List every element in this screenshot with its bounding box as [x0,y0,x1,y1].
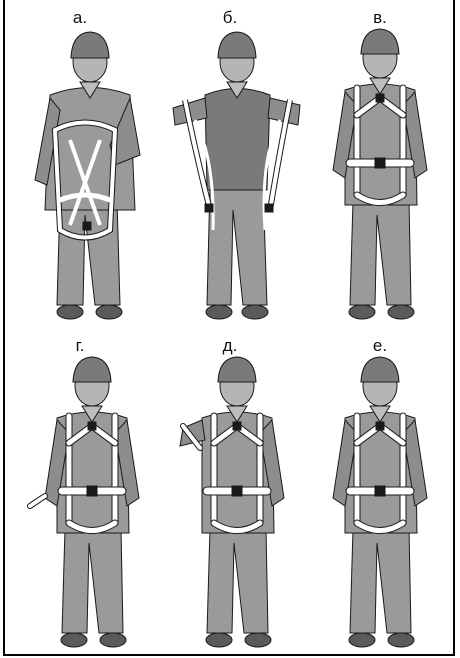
worker-fastening-leg-strap-illustration [5,328,155,653]
worker-adjusting-shoulder-strap-illustration [155,328,305,653]
worker-holding-harness-illustration [5,0,155,325]
panel-g: г. [5,328,155,653]
worker-wearing-harness-illustration [305,0,455,325]
panel-v: в. [305,0,455,325]
panel-e: е. [305,328,455,653]
worker-lifting-harness-illustration [155,0,305,325]
figure-frame: а. [3,0,455,656]
worker-harness-fitted-illustration [305,328,455,653]
panel-d: д. [155,328,305,653]
panel-a: а. [5,0,155,325]
panel-b: б. [155,0,305,325]
